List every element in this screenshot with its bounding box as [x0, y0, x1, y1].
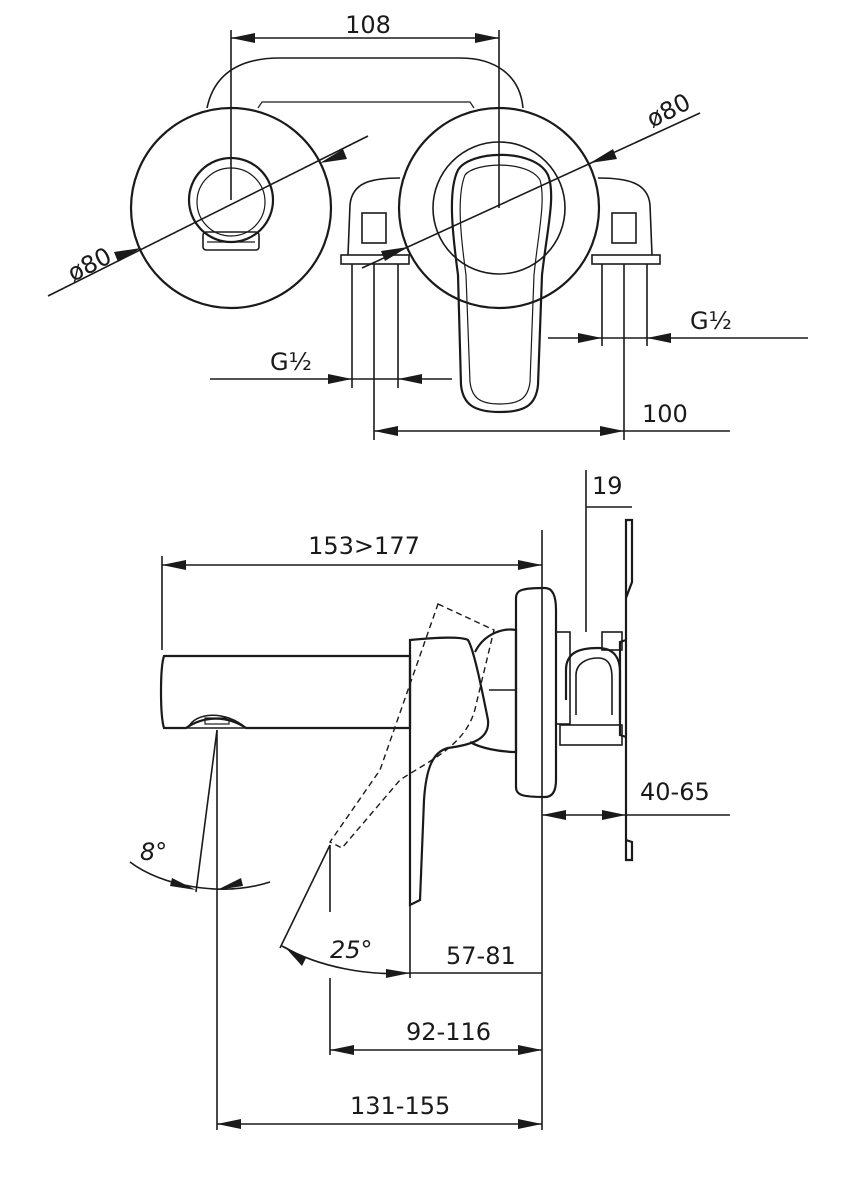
arrow-head: [518, 560, 542, 570]
offset-dim-label: 100: [642, 400, 688, 428]
arrow-head: [518, 1045, 542, 1055]
left-connector-body: [347, 177, 401, 256]
arrow-head: [328, 374, 352, 384]
right-dia-label: ø80: [642, 88, 695, 133]
mounting-plate: [618, 518, 634, 862]
right-dia-line: [361, 112, 701, 269]
left-connector-nut: [340, 254, 410, 265]
arrow-head: [284, 946, 306, 966]
arrow-head: [578, 333, 602, 343]
arrow-head: [600, 426, 624, 436]
arrow-head: [217, 1119, 241, 1129]
bridge-outline: [206, 57, 524, 109]
side-view: 19 153>177 40-65 8° 25° 57-81: [129, 470, 730, 1130]
arrow-head: [386, 969, 410, 978]
arrow-head: [398, 374, 422, 384]
arrow-head: [217, 878, 243, 890]
left-aerator: [202, 231, 260, 251]
arrow-head: [231, 33, 255, 43]
elbow-nut: [559, 724, 623, 746]
spout: [159, 654, 412, 730]
open-dim-label: 92-116: [406, 1018, 491, 1046]
arrow-head: [381, 247, 408, 261]
arrow-head: [114, 248, 141, 262]
arrow-head: [170, 878, 196, 890]
elbow-inner: [575, 657, 613, 715]
arrow-head: [320, 149, 347, 163]
right-connector-nut: [591, 254, 661, 265]
aerator-outlet: [186, 714, 249, 729]
tilt-arc: [129, 861, 271, 890]
outlet-dim-label: 131-155: [350, 1092, 450, 1120]
left-dia-line: [47, 135, 369, 297]
right-connector-port: [611, 212, 637, 244]
plate-dim-label: 19: [592, 472, 623, 500]
lever-angle-label: 25°: [330, 936, 373, 964]
escutcheon-profile: [514, 586, 558, 799]
width-dim-label: 108: [345, 11, 391, 39]
lever-angle-line: [279, 844, 331, 949]
lever-closed: [408, 636, 490, 907]
bridge-inner: [257, 101, 475, 109]
handle-body: [469, 628, 518, 754]
arrow-head: [542, 810, 566, 820]
arrow-head: [518, 1119, 542, 1129]
reach-dim-label: 57-81: [446, 942, 516, 970]
arrow-head: [647, 333, 671, 343]
elbow-outer: [564, 646, 622, 720]
left-dia-label: ø80: [63, 242, 116, 287]
arrow-head: [330, 1045, 354, 1055]
right-connector-body: [597, 177, 653, 256]
arrow-head: [162, 560, 186, 570]
depth-dim-label: 40-65: [640, 778, 710, 806]
tilt-line: [195, 729, 218, 893]
escutcheon-collar: [555, 631, 571, 725]
spout-dim-label: 153>177: [308, 532, 420, 560]
aerator-slot: [204, 717, 230, 725]
right-thread-label: G½: [690, 307, 732, 335]
arrow-head: [374, 426, 398, 436]
left-connector-port: [361, 212, 387, 244]
arrow-head: [602, 810, 626, 820]
arrow-head: [590, 149, 617, 163]
top-view: 108 ø80 ø80 G½ G½ 100: [47, 11, 808, 440]
tilt-angle-label: 8°: [140, 838, 167, 866]
left-thread-label: G½: [270, 348, 312, 376]
elbow-cap: [601, 631, 623, 651]
lever-handle-inner: [459, 164, 543, 405]
lever-handle: [450, 153, 553, 414]
lever-open-dashed: [328, 603, 495, 849]
arrow-head: [475, 33, 499, 43]
